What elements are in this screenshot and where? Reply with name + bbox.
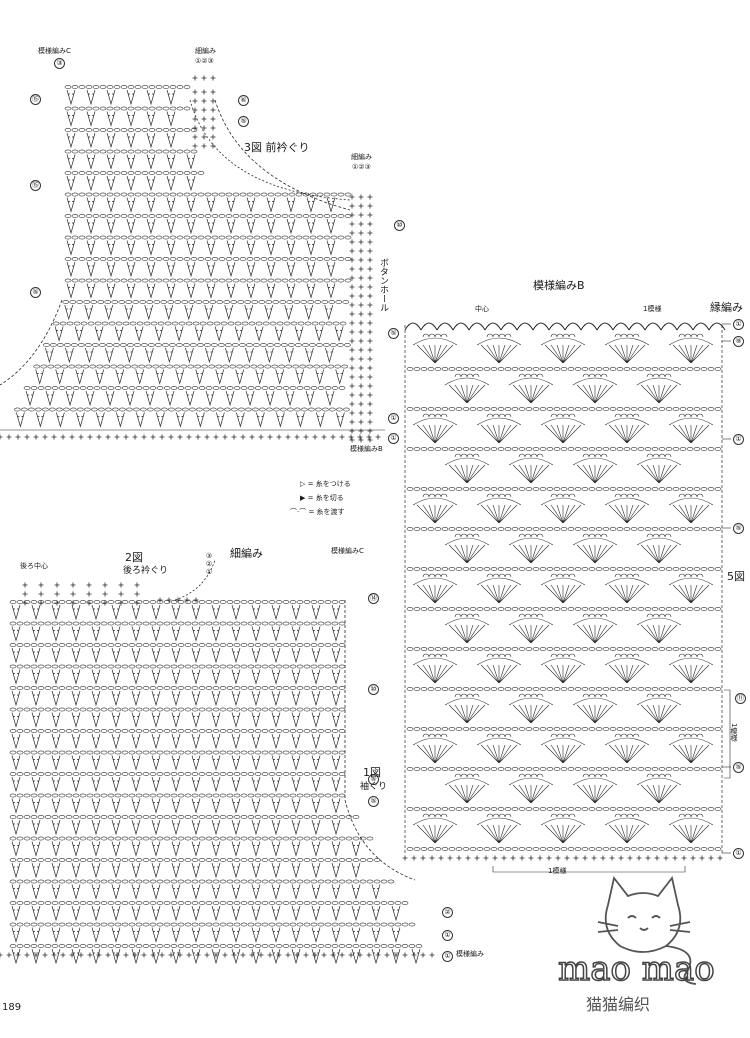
watermark-subtext: 猫猫编织 — [586, 995, 650, 1014]
fig5-fig-label: 5図 — [727, 570, 745, 583]
fig3-pattern-c-label: 模様編みC — [38, 47, 71, 55]
fig5-row-marker: ① — [733, 434, 744, 445]
fig3-buttonhole-label: ボタンホール — [378, 258, 388, 312]
fig5-row-marker: ⑤ — [733, 762, 744, 773]
fig3-row-marker: ⑤ — [238, 116, 249, 127]
watermark-text: mao mao — [558, 949, 715, 989]
fig3-row-marker: ⑩ — [394, 220, 405, 231]
legend-attach: ▷ = 糸をつける — [300, 480, 351, 488]
fig2-row-marker: ⑤ — [368, 774, 379, 785]
fig2-top-nums: ③②① — [205, 552, 213, 576]
fig5-edge-label: 縁編み — [710, 301, 743, 314]
fig3-row-marker: ⑤ — [388, 328, 399, 339]
fig2-pattern-c-label: 模様編みC — [331, 547, 364, 555]
legend-attach-text: = 糸をつける — [307, 480, 351, 488]
fig2-subtitle: 後ろ衿ぐり — [123, 566, 169, 576]
legend-cut: ▶ = 糸を切る — [300, 494, 344, 502]
fig2-row-marker: ⑭ — [368, 593, 379, 604]
fig3-right-sc-label: 細編み — [351, 153, 372, 161]
fig5-center-label: 中心 — [475, 305, 489, 313]
fig5-row-marker: ① — [733, 848, 744, 859]
fig2-title: 2図 — [125, 551, 143, 564]
fig3-bottom-label: 模様編みB — [350, 445, 383, 453]
fig3-row-marker: ⑮ — [30, 94, 41, 105]
fig2-row-marker: ① — [442, 930, 453, 941]
fig5-pattern-b-label: 模様編みB — [533, 279, 585, 292]
fig2-row-marker: ⑤ — [368, 796, 379, 807]
fig3-top-sc-label: 細編み — [195, 47, 216, 55]
fig5-row-marker: ⑨ — [733, 336, 744, 347]
fig2-back-center: 後ろ中心 — [20, 562, 48, 570]
fig3-row-marker: ⑥ — [238, 95, 249, 106]
fig2-row-marker: ① — [442, 951, 453, 962]
legend-carry-text: = 糸を渡す — [308, 508, 345, 516]
fig3-row-marker: ① — [388, 433, 399, 444]
fig5-repeat-label: 1模様 — [643, 305, 662, 313]
fig5-row-marker: ⑤ — [733, 523, 744, 534]
page-number: 189 — [2, 1002, 22, 1013]
fig3-row-marker: ③ — [54, 58, 65, 69]
fig5-row-marker: ① — [733, 319, 744, 330]
fig3-title: 3図 前衿ぐり — [244, 141, 310, 154]
fig5-side-repeat: 1模様 — [730, 723, 738, 742]
fig5-row-marker: ⑪ — [735, 693, 746, 704]
fig1-subtitle: 袖ぐり — [360, 782, 388, 792]
fig1-title: 1図 — [363, 766, 381, 779]
fig5-bottom-repeat: 1模様 — [548, 867, 567, 875]
fig2-row-marker: ⑩ — [368, 684, 379, 695]
fig3-row-marker: ⑤ — [30, 287, 41, 298]
legend-carry: ⌒·⌒ = 糸を渡す — [290, 508, 345, 516]
fig2-sc-label: 細編み — [230, 547, 263, 560]
fig2-row-marker: ② — [442, 907, 453, 918]
fig3-right-sc-nums: ①②③ — [352, 163, 371, 171]
fig3-row-marker: ① — [388, 413, 399, 424]
watermark-cat-logo: mao mao 猫猫编织 — [557, 875, 716, 1014]
legend-cut-text: = 糸を切る — [307, 494, 344, 502]
fig1-bottom-label: 模様編み — [456, 950, 484, 958]
fig3-row-marker: ⑮ — [30, 180, 41, 191]
fig3-top-sc-nums: ①②③ — [195, 57, 214, 65]
